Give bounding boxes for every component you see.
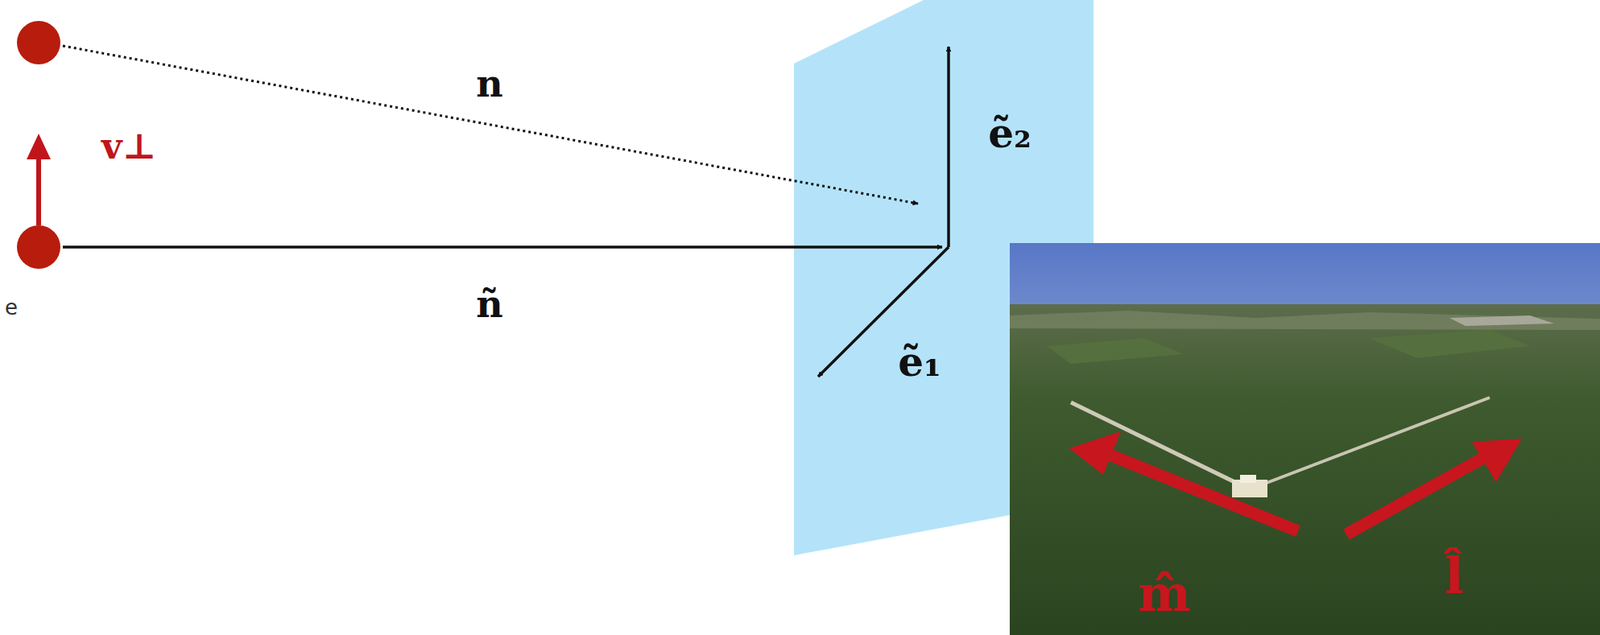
arm-arrowhead bbox=[1069, 431, 1121, 476]
axis-label: ẽ₁ bbox=[897, 342, 942, 383]
velocity-arrowhead bbox=[26, 133, 51, 160]
axis-arrow bbox=[946, 46, 951, 248]
arm-label: m̂ bbox=[1137, 569, 1191, 620]
arm-arrow bbox=[1346, 458, 1484, 535]
axis-label: ẽ₂ bbox=[988, 113, 1032, 154]
fragment-label: e bbox=[4, 297, 18, 319]
arm-arrow bbox=[1111, 455, 1299, 532]
arm-label: l̂ bbox=[1444, 551, 1464, 602]
detector-photo bbox=[1009, 243, 1600, 635]
vector-label: ñ bbox=[475, 285, 503, 323]
velocity-arrow bbox=[36, 157, 42, 226]
dotted-direction-line bbox=[62, 45, 918, 204]
arm-arrowhead bbox=[1471, 438, 1522, 483]
vector-label: n bbox=[475, 65, 503, 103]
direction-line bbox=[62, 245, 943, 249]
source-dot bbox=[16, 225, 61, 269]
velocity-label: v⊥ bbox=[101, 128, 157, 165]
source-dot bbox=[16, 20, 61, 65]
